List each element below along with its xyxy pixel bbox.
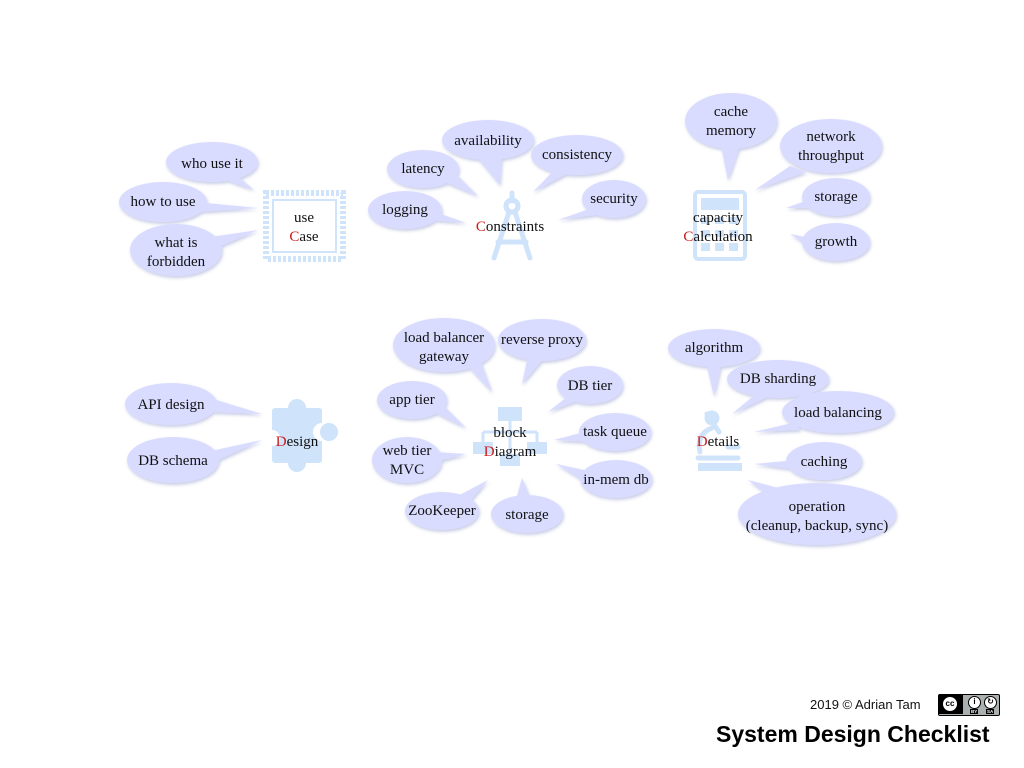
label-caching: caching — [801, 454, 848, 470]
bubble-app-tier — [377, 381, 466, 428]
copyright-credit: 2019 © Adrian Tam — [810, 697, 921, 712]
label-storage-capacity: storage — [814, 189, 858, 205]
node-details-rest: etails — [708, 434, 740, 450]
microscope-icon — [695, 410, 742, 471]
bubble-reverse-proxy — [498, 319, 586, 384]
bubble-db-sharding — [727, 360, 829, 414]
bubble-logging — [368, 191, 466, 229]
node-design: Design — [276, 434, 319, 450]
bubble-cache-memory — [685, 93, 777, 180]
label-latency: latency — [401, 161, 445, 177]
node-constraints-rest: onstraints — [486, 219, 544, 235]
bubble-storage-diagram — [491, 478, 563, 533]
bubble-operation — [738, 480, 896, 545]
bubble-db-tier — [548, 366, 623, 412]
bubble-growth — [790, 223, 870, 261]
node-use-case: Case — [289, 229, 319, 245]
label-growth: growth — [815, 234, 858, 250]
bubble-security — [558, 180, 646, 220]
node-capacity-rest: alculation — [693, 229, 753, 245]
bubble-caching — [754, 442, 862, 480]
compass-icon — [491, 190, 533, 261]
node-capacity: Calculation — [683, 229, 753, 245]
label-operation: operation — [789, 499, 846, 515]
label-operation-detail: (cleanup, backup, sync) — [746, 518, 888, 534]
bubble-how-to-use — [119, 182, 258, 222]
label-app-tier: app tier — [389, 392, 434, 408]
stamp-icon — [263, 190, 346, 262]
calculator-icon — [693, 190, 747, 261]
bubble-zookeeper — [405, 480, 488, 530]
node-block-diagram: Diagram — [484, 444, 537, 460]
cc-by-sa-license-badge[interactable]: cc i ↻ BY SA — [938, 694, 1000, 716]
bubble-availability — [442, 120, 534, 185]
node-capacity-line1: capacity — [693, 210, 743, 226]
label-consistency: consistency — [542, 147, 612, 163]
bubble-storage-capacity — [786, 178, 870, 216]
initial-letter: D — [697, 434, 708, 450]
label-db-schema: DB schema — [138, 453, 208, 469]
node-use-case-rest: ase — [299, 229, 318, 245]
label-zookeeper: ZooKeeper — [408, 503, 475, 519]
label-who-use-it: who use it — [181, 156, 243, 172]
label-throughput: throughput — [798, 148, 865, 164]
cc-icon: cc — [942, 696, 958, 712]
by-label: BY — [970, 709, 979, 714]
org-chart-icon — [473, 407, 547, 466]
label-logging: logging — [382, 202, 428, 218]
label-availability: availability — [454, 133, 522, 149]
label-memory: memory — [706, 123, 756, 139]
node-block-diagram-rest: iagram — [495, 444, 537, 460]
page-title: System Design Checklist — [716, 721, 990, 747]
bubble-api-design — [125, 383, 262, 425]
label-load-balancer: load balancer — [404, 330, 484, 346]
puzzle-icon — [264, 399, 338, 472]
initial-letter: C — [476, 219, 486, 235]
bubble-load-balancer-gateway — [393, 318, 495, 392]
label-reverse-proxy: reverse proxy — [501, 332, 584, 348]
label-db-tier: DB tier — [568, 378, 613, 394]
initial-letter: D — [276, 434, 287, 450]
initial-letter: C — [683, 229, 693, 245]
bubble-load-balancing — [754, 391, 894, 433]
sa-label: SA — [986, 709, 995, 714]
label-what-is: what is — [155, 235, 198, 251]
bubble-latency — [387, 150, 478, 196]
bubble-who-use-it — [166, 142, 258, 190]
bubble-algorithm — [668, 329, 760, 396]
bubble-in-mem-db — [556, 460, 652, 498]
bubble-db-schema — [127, 437, 262, 483]
label-web-tier: web tier — [383, 443, 432, 459]
label-api-design: API design — [137, 397, 205, 413]
label-db-sharding: DB sharding — [740, 371, 817, 387]
node-details: Details — [697, 434, 740, 450]
bubble-web-tier-mvc — [372, 437, 466, 483]
initial-letter: C — [289, 229, 299, 245]
label-cache: cache — [714, 104, 748, 120]
label-in-mem-db: in-mem db — [583, 472, 648, 488]
initial-letter: D — [484, 444, 495, 460]
node-constraints: Constraints — [476, 219, 545, 235]
label-how-to-use: how to use — [131, 194, 196, 210]
bubble-consistency — [531, 135, 623, 192]
label-load-balancing: load balancing — [794, 405, 882, 421]
attribution-icon: i — [968, 696, 981, 709]
node-block-diagram-line1: block — [493, 425, 527, 441]
bubble-what-is-forbidden — [130, 224, 258, 276]
share-alike-icon: ↻ — [984, 696, 997, 709]
label-forbidden: forbidden — [147, 254, 206, 270]
node-design-rest: esign — [287, 434, 319, 450]
bubble-task-queue — [554, 413, 651, 451]
label-gateway: gateway — [419, 349, 469, 365]
label-task-queue: task queue — [583, 424, 647, 440]
label-storage-diagram: storage — [505, 507, 549, 523]
bubble-network-throughput — [755, 119, 882, 190]
label-mvc: MVC — [390, 462, 424, 478]
label-network: network — [806, 129, 856, 145]
label-security: security — [590, 191, 638, 207]
label-algorithm: algorithm — [685, 340, 744, 356]
node-use-case-line1: use — [294, 210, 314, 226]
